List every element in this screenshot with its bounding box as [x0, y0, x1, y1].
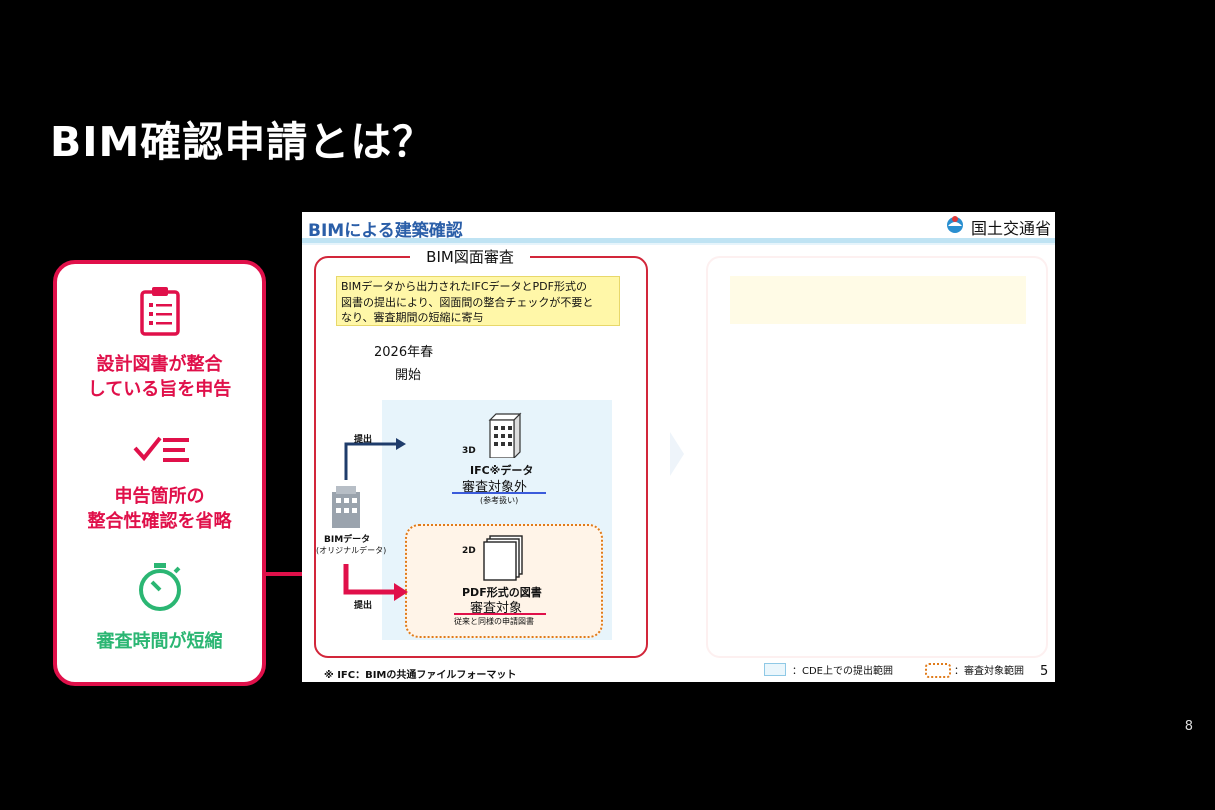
- review-label: BIM図面審査: [410, 246, 530, 268]
- note-line-1: BIMデータから出力されたIFCデータとPDF形式の: [341, 280, 587, 293]
- pdf-status-underline: [454, 613, 546, 615]
- footnote: ※ IFC：BIMの共通ファイルフォーマット: [324, 670, 517, 681]
- submit-arrow-upper-icon: [344, 438, 406, 480]
- legend-cde-swatch: [764, 663, 786, 676]
- check-list-icon: [133, 436, 189, 462]
- faded-note: [730, 276, 1026, 324]
- ministry-logo-icon: [947, 216, 963, 233]
- benefit-2-text: 申告箇所の 整合性確認を省略: [57, 484, 262, 534]
- slide-header: BIMによる建築確認 国土交通省: [302, 212, 1055, 241]
- legend-target-label: ：審査対象範囲: [954, 666, 1024, 677]
- benefit-2-line-2: 整合性確認を省略: [87, 511, 232, 532]
- benefit-1-line-1: 設計図書が整合: [96, 354, 223, 375]
- connector-line: [262, 572, 330, 576]
- page-title: BIM確認申請とは？: [50, 118, 435, 166]
- bim-data-sub: (オリジナルデータ): [316, 546, 387, 555]
- page-number: 8: [1184, 719, 1193, 734]
- clipboard-checklist-icon: [140, 287, 180, 336]
- note-box: BIMデータから出力されたIFCデータとPDF形式の 図書の提出により、図面間の…: [336, 276, 620, 326]
- benefit-1-text: 設計図書が整合 している旨を申告: [57, 352, 262, 402]
- slide-number: 5: [1040, 664, 1049, 679]
- legend-target-swatch: [925, 663, 951, 678]
- ifc-building-icon: [488, 412, 522, 458]
- submit-arrow-lower-icon: [343, 564, 408, 601]
- submit-label-1: 提出: [354, 435, 373, 445]
- faded-arrow: [670, 432, 684, 476]
- note-line-3: なり、審査期間の短縮に寄与: [341, 311, 484, 324]
- legend-cde-label: ：CDE上での提出範囲: [792, 666, 894, 677]
- benefit-3-text: 審査時間が短縮: [96, 631, 223, 652]
- building-icon: [332, 486, 360, 528]
- ifc-label: IFC※データ: [470, 464, 534, 477]
- pdf-documents-icon: [483, 535, 523, 581]
- ifc-dimension: 3D: [462, 446, 476, 456]
- benefits-panel: 設計図書が整合 している旨を申告 申告箇所の 整合性確認を省略 審査時間が短縮: [53, 260, 266, 686]
- pdf-note: 従来と同様の申請図書: [454, 617, 534, 626]
- header-bar-light: [302, 243, 1055, 245]
- stopwatch-icon: [139, 563, 181, 611]
- ifc-status-underline: [452, 492, 546, 494]
- pdf-label: PDF形式の図書: [462, 586, 542, 599]
- note-line-2: 図書の提出により、図面間の整合チェックが不要と: [341, 295, 594, 309]
- slide-title: BIMによる建築確認: [308, 221, 463, 241]
- pdf-status: 審査対象: [470, 601, 523, 616]
- benefit-2-line-1: 申告箇所の: [114, 486, 205, 507]
- bim-data-label: BIMデータ: [324, 535, 371, 545]
- ifc-note: (参考扱い): [480, 496, 519, 505]
- start-year: 2026年春: [374, 345, 434, 360]
- header-bar: [302, 238, 1055, 243]
- ifc-status: 審査対象外: [462, 480, 528, 495]
- benefit-1-line-2: している旨を申告: [87, 379, 232, 400]
- ministry-name: 国土交通省: [970, 219, 1051, 238]
- start-label: 開始: [395, 368, 422, 383]
- embedded-slide: BIMによる建築確認 国土交通省 BIM図面審査 BIMデータから出力されたIF…: [302, 212, 1055, 682]
- faded-panel: [706, 256, 1048, 658]
- submit-label-2: 提出: [354, 601, 373, 611]
- pdf-dimension: 2D: [462, 546, 476, 556]
